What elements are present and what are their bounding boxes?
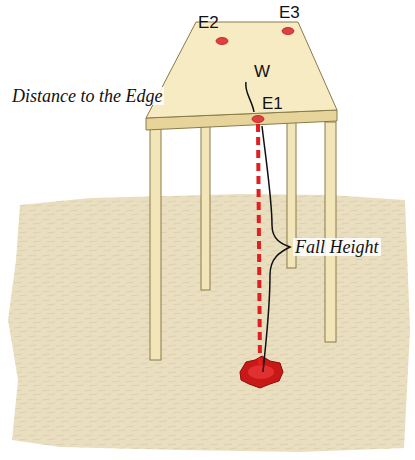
table-leg	[325, 122, 336, 342]
marker	[216, 28, 294, 123]
marker-label: W	[254, 63, 270, 80]
marker-label: E2	[198, 14, 219, 31]
table-leg	[150, 128, 161, 360]
impact-splat	[248, 365, 274, 379]
marker-label: E1	[262, 95, 283, 112]
dimension-label: Fall Height	[293, 238, 381, 256]
marker-label: E3	[279, 4, 300, 21]
dimension-label: Distance to the Edge	[10, 87, 164, 105]
fall-height-bracket	[262, 126, 290, 372]
fall-line	[258, 124, 260, 366]
distance-leader	[246, 82, 254, 112]
table-top	[146, 22, 337, 118]
